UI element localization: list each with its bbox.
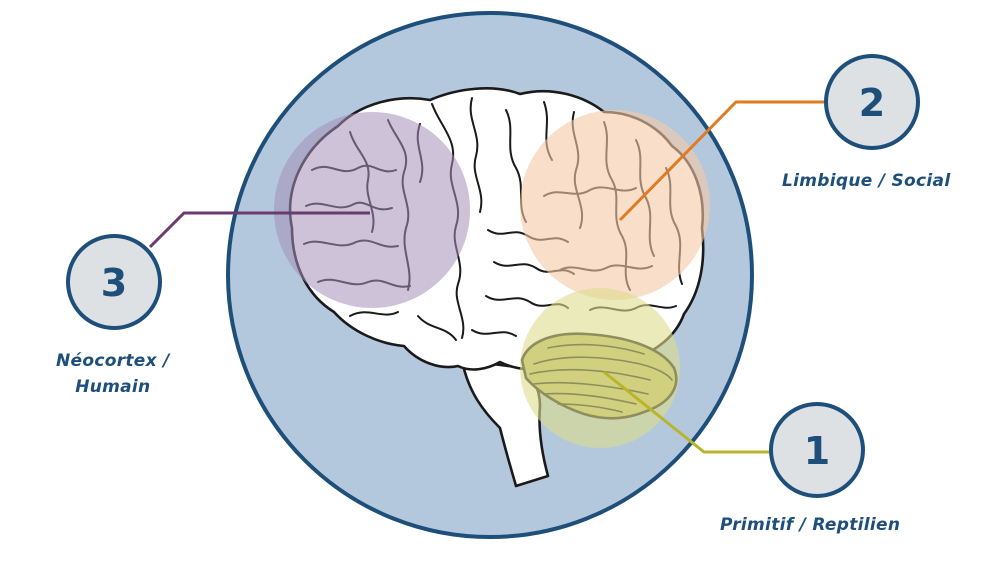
neocortex-zone	[274, 112, 470, 308]
marker-3-number: 3	[101, 261, 127, 305]
limbic-leader-line	[618, 100, 828, 222]
marker-1-number: 1	[804, 429, 830, 473]
limbic-label-line-1: Limbique / Social	[782, 171, 951, 191]
reptilian-zone	[520, 288, 680, 448]
reptilian-leader-line	[603, 370, 772, 454]
marker-3: 3	[66, 234, 162, 330]
reptilian-label-line-1: Primitif / Reptilien	[720, 515, 901, 535]
neocortex-label-line-2: Humain	[75, 377, 151, 397]
limbic-zone	[520, 110, 710, 300]
limbic-label: Limbique / Social	[782, 168, 950, 194]
background-disc-ring	[226, 11, 754, 539]
neocortex-leader-line	[148, 211, 370, 249]
marker-1: 1	[769, 402, 865, 498]
neocortex-label-line-1: Néocortex /	[56, 351, 170, 371]
reptilian-label: Primitif / Reptilien	[720, 512, 900, 538]
marker-2: 2	[824, 54, 920, 150]
marker-2-number: 2	[859, 81, 885, 125]
neocortex-label: Néocortex / Humain	[56, 348, 170, 400]
